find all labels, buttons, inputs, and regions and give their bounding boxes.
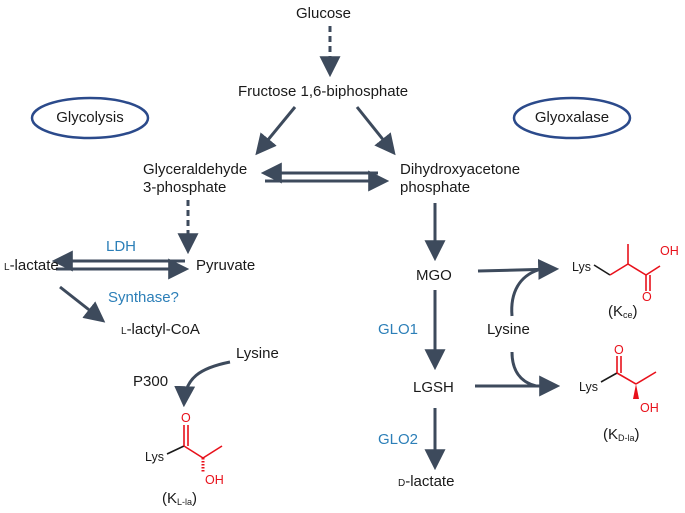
enzyme-glo1: GLO1 [378,321,419,338]
l-lactyl-coa-rest: -lactyl-CoA [126,321,200,338]
p300-label: P300 [133,373,169,390]
glyoxalase-label: Glyoxalase [534,109,610,126]
kdl-abbrev-sub: D-la [618,433,635,443]
l-lactate-prefix: L [4,262,10,273]
lysine-left-node: Lysine [236,345,279,362]
lysine-right-node: Lysine [487,321,530,338]
kdl-hydroxyl-label: OH [640,401,659,415]
dhap-node-line2: phosphate [400,179,471,196]
kll-oxygen-label: O [181,411,191,425]
mgo-node: MGO [416,267,452,284]
arrow-mgo-to-kce [477,258,560,280]
arrow-fbp-to-g3p [255,106,297,156]
arrow-llactate-to-lactylcoa [59,285,106,323]
d-lactate-prefix: D [398,478,406,489]
kdl-lys-label: Lys [579,380,598,394]
g3p-node-line1: Glyceraldehyde [143,161,248,178]
glucose-node: Glucose [296,5,352,22]
kll-abbrev-sub: L-la [177,497,193,507]
kce-lys-label: Lys [572,260,591,274]
kdl-oxygen-label: O [614,343,624,357]
kdl-abbrev-open: (K [603,426,618,443]
kce-abbrev-open: (K [608,303,623,320]
kce-abbrev-close: ) [632,303,638,320]
glycolysis-label: Glycolysis [56,109,124,126]
fbp-node: Fructose 1,6-biphosphate [238,83,409,100]
enzyme-synthase: Synthase? [108,289,179,306]
arrow-lysine-to-kce [510,268,539,317]
dhap-node-line1: Dihydroxyacetone [400,161,521,178]
l-lactyl-coa-node: L-lactyl-CoA [121,320,200,341]
l-lactate-rest: -lactate [9,257,59,274]
enzyme-ldh: LDH [106,238,137,255]
arrow-lysine-to-kdl [510,351,537,388]
l-lactyl-coa-prefix: L [121,326,127,337]
g3p-node-line2: 3-phosphate [143,179,227,196]
arrow-lysine-to-kll [174,360,231,408]
lgsh-node: LGSH [413,379,454,396]
d-lactate-node: D-lactate [398,472,454,493]
arrow-fbp-to-dhap [355,106,396,156]
kce-abbrev-sub: ce [623,310,633,320]
kll-abbreviation: (KL-la) [162,489,197,512]
kll-structure [166,445,185,455]
glycolysis-ellipse [30,96,150,140]
kce-hydroxyl-label: OH [660,244,679,258]
glyoxalase-ellipse [512,96,632,140]
kdl-wedge-bond [633,384,639,399]
kdl-abbreviation: (KD-la) [603,425,640,448]
d-lactate-rest: -lactate [405,473,455,490]
kll-abbrev-close: ) [192,490,198,507]
l-lactate-node: L-lactate [4,256,59,277]
kce-abbreviation: (Kce) [608,302,638,325]
kll-lys-label: Lys [145,450,164,464]
kll-hydroxyl-label: OH [205,473,224,487]
pyruvate-node: Pyruvate [196,257,256,274]
enzyme-glo2: GLO2 [378,431,419,448]
kce-oxygen-label: O [642,290,652,304]
kdl-abbrev-close: ) [634,426,640,443]
kll-abbrev-open: (K [162,490,177,507]
